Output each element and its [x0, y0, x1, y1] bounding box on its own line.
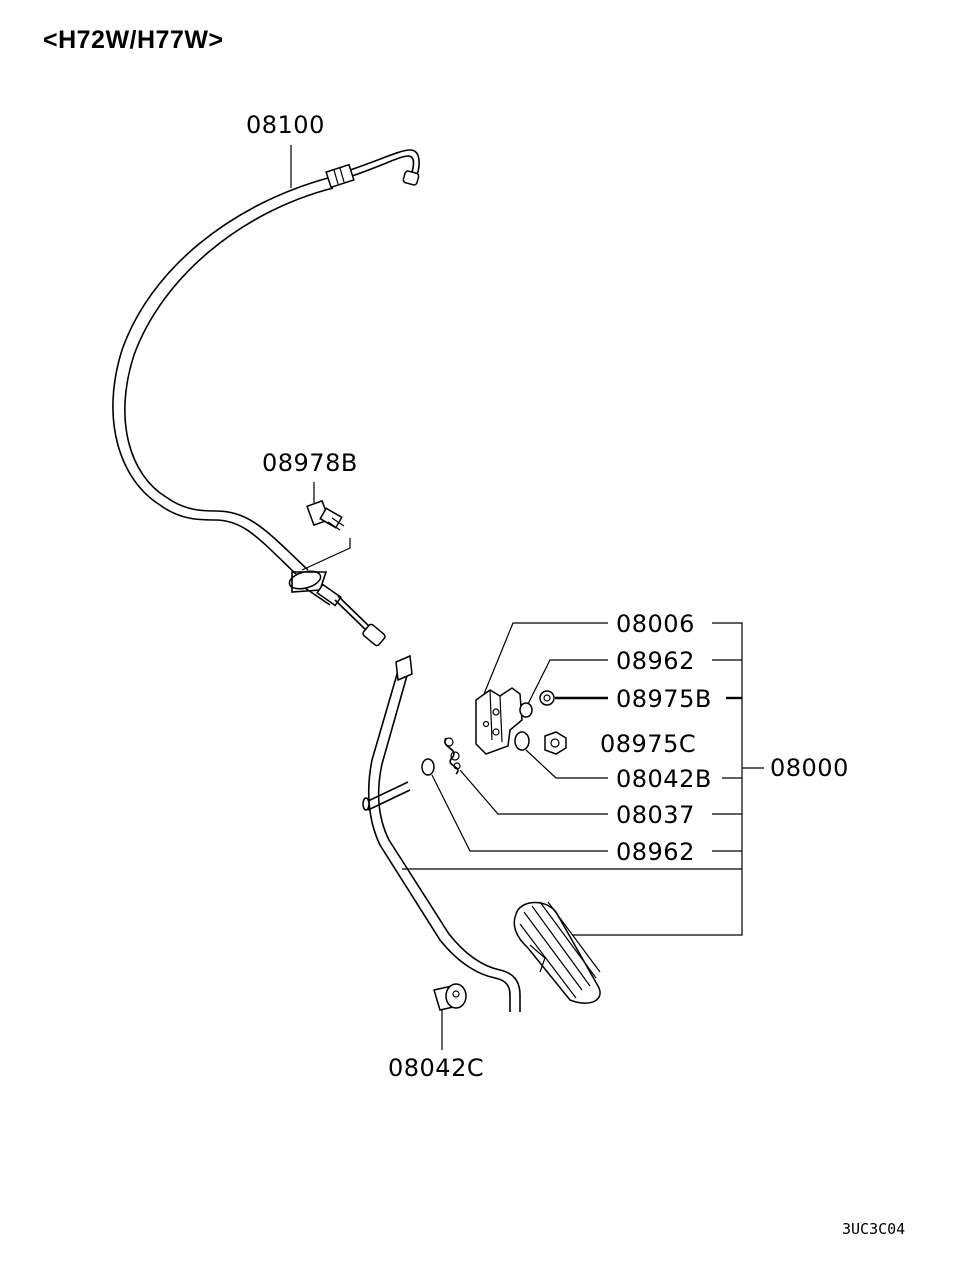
pedal-pad[interactable] [513, 901, 601, 1004]
pedal-bracket[interactable] [475, 687, 523, 755]
label-08100: 08100 [246, 111, 325, 139]
stopper-c[interactable] [433, 983, 467, 1050]
label-08975c: 08975C [600, 730, 696, 758]
nut-b[interactable] [539, 690, 555, 706]
washer-bottom[interactable] [421, 758, 435, 776]
label-08975b: 08975B [616, 685, 712, 713]
pedal-arm[interactable] [362, 654, 521, 1012]
return-spring[interactable] [444, 737, 461, 775]
model-title: <H72W/H77W> [43, 26, 224, 54]
cable-clip[interactable] [301, 482, 351, 571]
label-08042b: 08042B [616, 765, 712, 793]
diagram-code: 3UC3C04 [842, 1220, 906, 1238]
washer-top[interactable] [519, 702, 533, 718]
label-08037: 08037 [616, 801, 695, 829]
nut-c[interactable] [544, 731, 567, 755]
label-08006: 08006 [616, 610, 695, 638]
leader-lines [402, 622, 764, 936]
label-08000: 08000 [770, 754, 849, 782]
label-08978b: 08978B [262, 449, 358, 477]
accelerator-cable[interactable] [112, 145, 420, 647]
label-08962-top: 08962 [616, 647, 695, 675]
label-08042c: 08042C [388, 1054, 484, 1082]
label-08962-bottom: 08962 [616, 838, 695, 866]
stopper-b[interactable] [514, 731, 530, 751]
